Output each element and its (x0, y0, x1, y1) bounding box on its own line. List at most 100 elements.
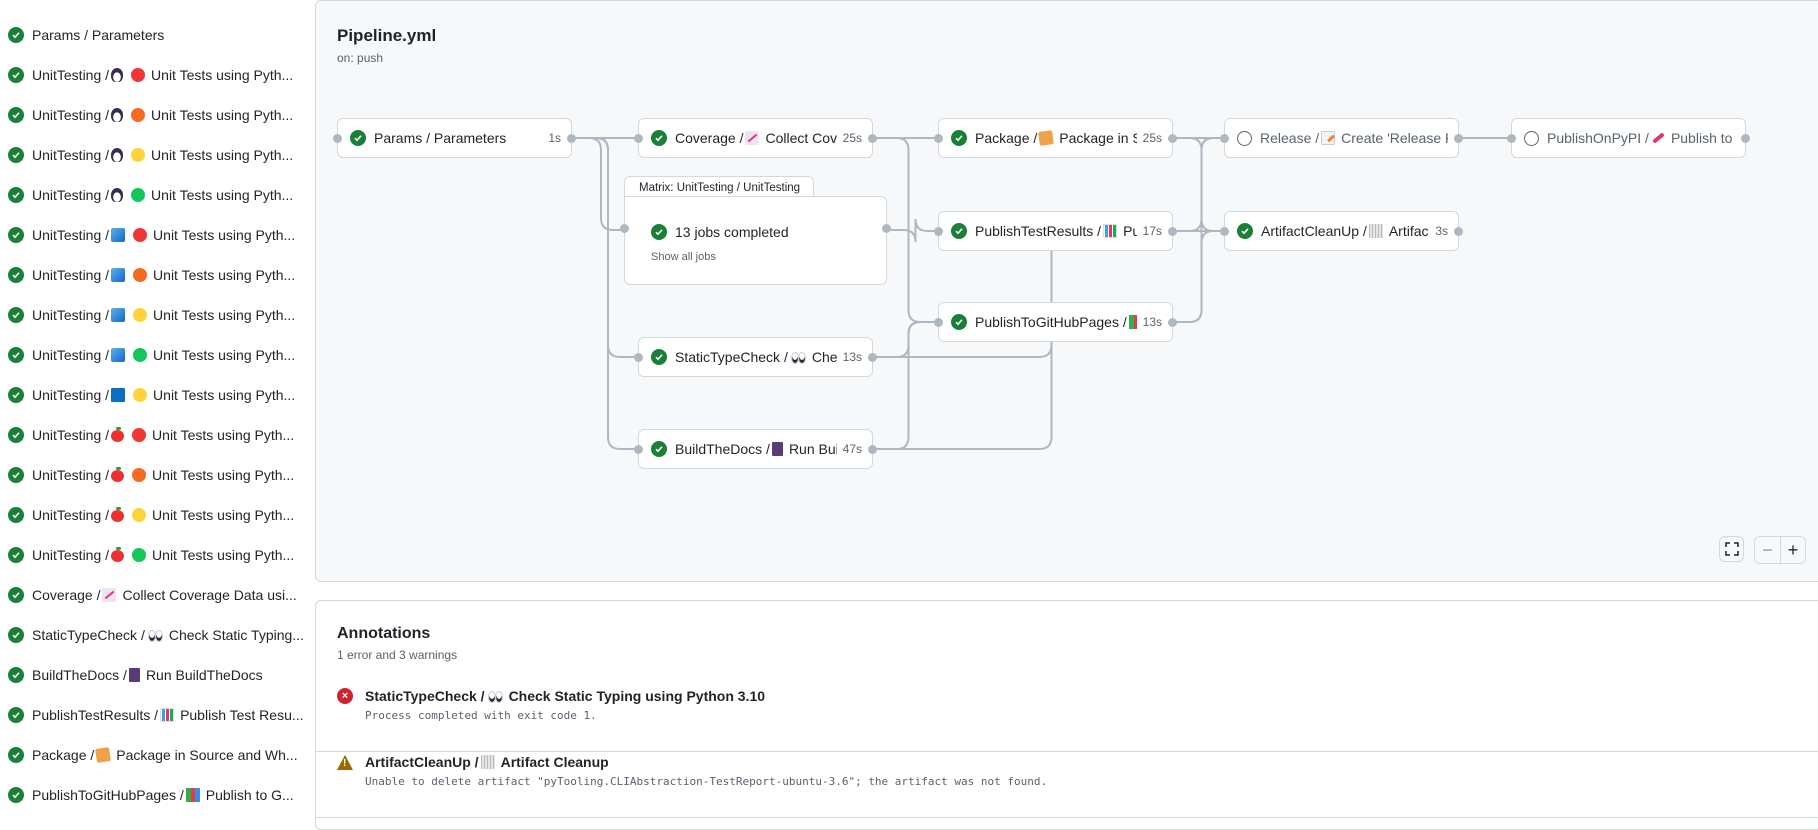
sidebar-job-label: UnitTesting / Unit Tests using Pyth... (32, 227, 295, 243)
connector-dot (934, 318, 943, 327)
job-title: Unit Tests using Pyth... (152, 547, 295, 563)
sidebar-job-item[interactable]: UnitTesting / Unit Tests using Pyth... (8, 301, 308, 329)
workflow-trigger: on: push (337, 51, 384, 65)
sidebar-job-item[interactable]: PublishTestResults / Publish Test Resu..… (8, 701, 308, 729)
success-check-icon (8, 147, 24, 163)
job-duration: 25s (842, 131, 862, 145)
connector-dot (882, 224, 891, 233)
sidebar-job-label: UnitTesting / Unit Tests using Pyth... (32, 267, 295, 283)
sidebar-job-item[interactable]: StaticTypeCheck / Check Static Typing... (8, 621, 308, 649)
connector-dot (934, 227, 943, 236)
job-node-release[interactable]: Release / Create 'Release P... (1220, 118, 1463, 158)
connector-dot (1454, 134, 1463, 143)
annotations-title: Annotations (337, 625, 431, 642)
sidebar-job-label: UnitTesting / Unit Tests using Pyth... (32, 187, 293, 203)
apple-icon (111, 547, 125, 562)
job-title: Unit Tests using Pyth... (151, 67, 294, 83)
job-node-label: ArtifactCleanUp / Artifac... (1261, 223, 1429, 239)
job-duration: 1s (548, 131, 561, 145)
sidebar-job-item[interactable]: UnitTesting / Unit Tests using Pyth... (8, 541, 308, 569)
sidebar-job-item[interactable]: UnitTesting / Unit Tests using Pyth... (8, 221, 308, 249)
job-node-coverage[interactable]: Coverage / Collect Cove...25s (634, 118, 877, 158)
annotation-header[interactable]: ×StaticTypeCheck / Check Static Typing u… (337, 688, 765, 704)
job-workflow-name: StaticTypeCheck / (32, 627, 145, 643)
connector-dot (634, 134, 643, 143)
job-title: Check Static Typing... (168, 627, 304, 643)
sidebar-job-label: UnitTesting / Unit Tests using Pyth... (32, 147, 293, 163)
success-check-icon (8, 787, 24, 803)
annotation-header[interactable]: ArtifactCleanUp / Artifact Cleanup (337, 754, 609, 770)
sidebar-job-item[interactable]: UnitTesting / Unit Tests using Pyth... (8, 461, 308, 489)
wastebasket-icon (480, 755, 495, 769)
sidebar-job-item[interactable]: UnitTesting / Unit Tests using Pyth... (8, 341, 308, 369)
sidebar-job-item[interactable]: Package / Package in Source and Wh... (8, 741, 308, 769)
success-check-icon (951, 314, 967, 330)
workflow-title: Pipeline.yml (337, 26, 437, 45)
job-title: Publish Test Resu... (180, 707, 304, 723)
connector-dot (1168, 227, 1177, 236)
matrix-label: Matrix: UnitTesting / UnitTesting (624, 176, 814, 198)
circle-green-icon (133, 348, 148, 362)
cube-icon (111, 268, 126, 282)
dependency-edge (887, 218, 938, 243)
success-check-icon (8, 587, 24, 603)
success-check-icon (8, 227, 24, 243)
job-node-package[interactable]: Package / Package in So...25s (934, 118, 1177, 158)
sidebar-job-item[interactable]: UnitTesting / Unit Tests using Pyth... (8, 61, 308, 89)
job-title: Unit Tests using Pyth... (151, 147, 294, 163)
success-check-icon (8, 267, 24, 283)
package-icon (1038, 130, 1055, 146)
sidebar-job-label: UnitTesting / Unit Tests using Pyth... (32, 547, 294, 563)
success-check-icon (1237, 223, 1253, 239)
job-title: Collect Cove... (765, 130, 837, 146)
job-title: Publish to G... (205, 787, 294, 803)
fullscreen-button[interactable] (1719, 536, 1744, 562)
sidebar-job-item[interactable]: UnitTesting / Unit Tests using Pyth... (8, 501, 308, 529)
zoom-out-button[interactable]: − (1755, 537, 1780, 563)
success-check-icon (8, 427, 24, 443)
job-node-ghpages[interactable]: PublishToGitHubPages / ...13s (934, 302, 1177, 342)
circle-orange-icon (131, 108, 146, 122)
sidebar-job-item[interactable]: UnitTesting / Unit Tests using Pyth... (8, 101, 308, 129)
job-title: Package in So... (1059, 130, 1136, 146)
annotation-job: StaticTypeCheck / (365, 688, 485, 704)
success-check-icon (8, 27, 24, 43)
success-check-icon (350, 130, 366, 146)
job-workflow-name: UnitTesting / (32, 387, 110, 403)
annotation-message: Process completed with exit code 1. (365, 709, 597, 722)
sidebar-job-item[interactable]: Params / Parameters (8, 21, 308, 49)
sidebar-job-item[interactable]: UnitTesting / Unit Tests using Pyth... (8, 261, 308, 289)
zoom-in-button[interactable]: + (1780, 537, 1805, 563)
show-all-jobs-link[interactable]: Show all jobs (651, 251, 716, 263)
job-node-pypi[interactable]: PublishOnPyPI / Publish to ... (1507, 118, 1750, 158)
sidebar-job-item[interactable]: UnitTesting / Unit Tests using Pyth... (8, 141, 308, 169)
circle-yellow-icon (133, 388, 148, 402)
success-check-icon (8, 67, 24, 83)
graph-zoom-controls: − + (1719, 536, 1806, 564)
matrix-node[interactable]: 13 jobs completed Show all jobs (620, 196, 891, 285)
job-node-cleanup[interactable]: ArtifactCleanUp / Artifac...3s (1220, 211, 1463, 251)
sidebar-job-item[interactable]: UnitTesting / Unit Tests using Pyth... (8, 421, 308, 449)
connector-dot (1454, 227, 1463, 236)
job-workflow-name: PublishOnPyPI / (1547, 130, 1649, 146)
job-node-statictype[interactable]: StaticTypeCheck / Chec...13s (634, 337, 877, 377)
sidebar-job-item[interactable]: PublishToGitHubPages / Publish to G... (8, 781, 308, 809)
connector-dot (634, 445, 643, 454)
penguin-icon (111, 108, 124, 122)
cube-icon (111, 308, 126, 322)
apple-icon (111, 507, 125, 522)
workflow-graph: Pipeline.yml on: push Matrix: UnitTestin… (315, 0, 1818, 582)
sidebar-job-item[interactable]: UnitTesting / Unit Tests using Pyth... (8, 381, 308, 409)
job-node-testresults[interactable]: PublishTestResults / Pu...17s (934, 211, 1177, 251)
sidebar-job-label: UnitTesting / Unit Tests using Pyth... (32, 427, 294, 443)
sidebar-job-label: UnitTesting / Unit Tests using Pyth... (32, 387, 295, 403)
sidebar-job-item[interactable]: BuildTheDocs / Run BuildTheDocs (8, 661, 308, 689)
job-workflow-name: BuildTheDocs / (32, 667, 127, 683)
connector-dot (333, 134, 342, 143)
sidebar-job-label: BuildTheDocs / Run BuildTheDocs (32, 667, 263, 683)
job-node-docs[interactable]: BuildTheDocs / Run Buil...47s (634, 429, 877, 469)
sidebar-job-item[interactable]: UnitTesting / Unit Tests using Pyth... (8, 181, 308, 209)
job-title: Publish to ... (1670, 130, 1735, 146)
sidebar-job-item[interactable]: Coverage / Collect Coverage Data usi... (8, 581, 308, 609)
